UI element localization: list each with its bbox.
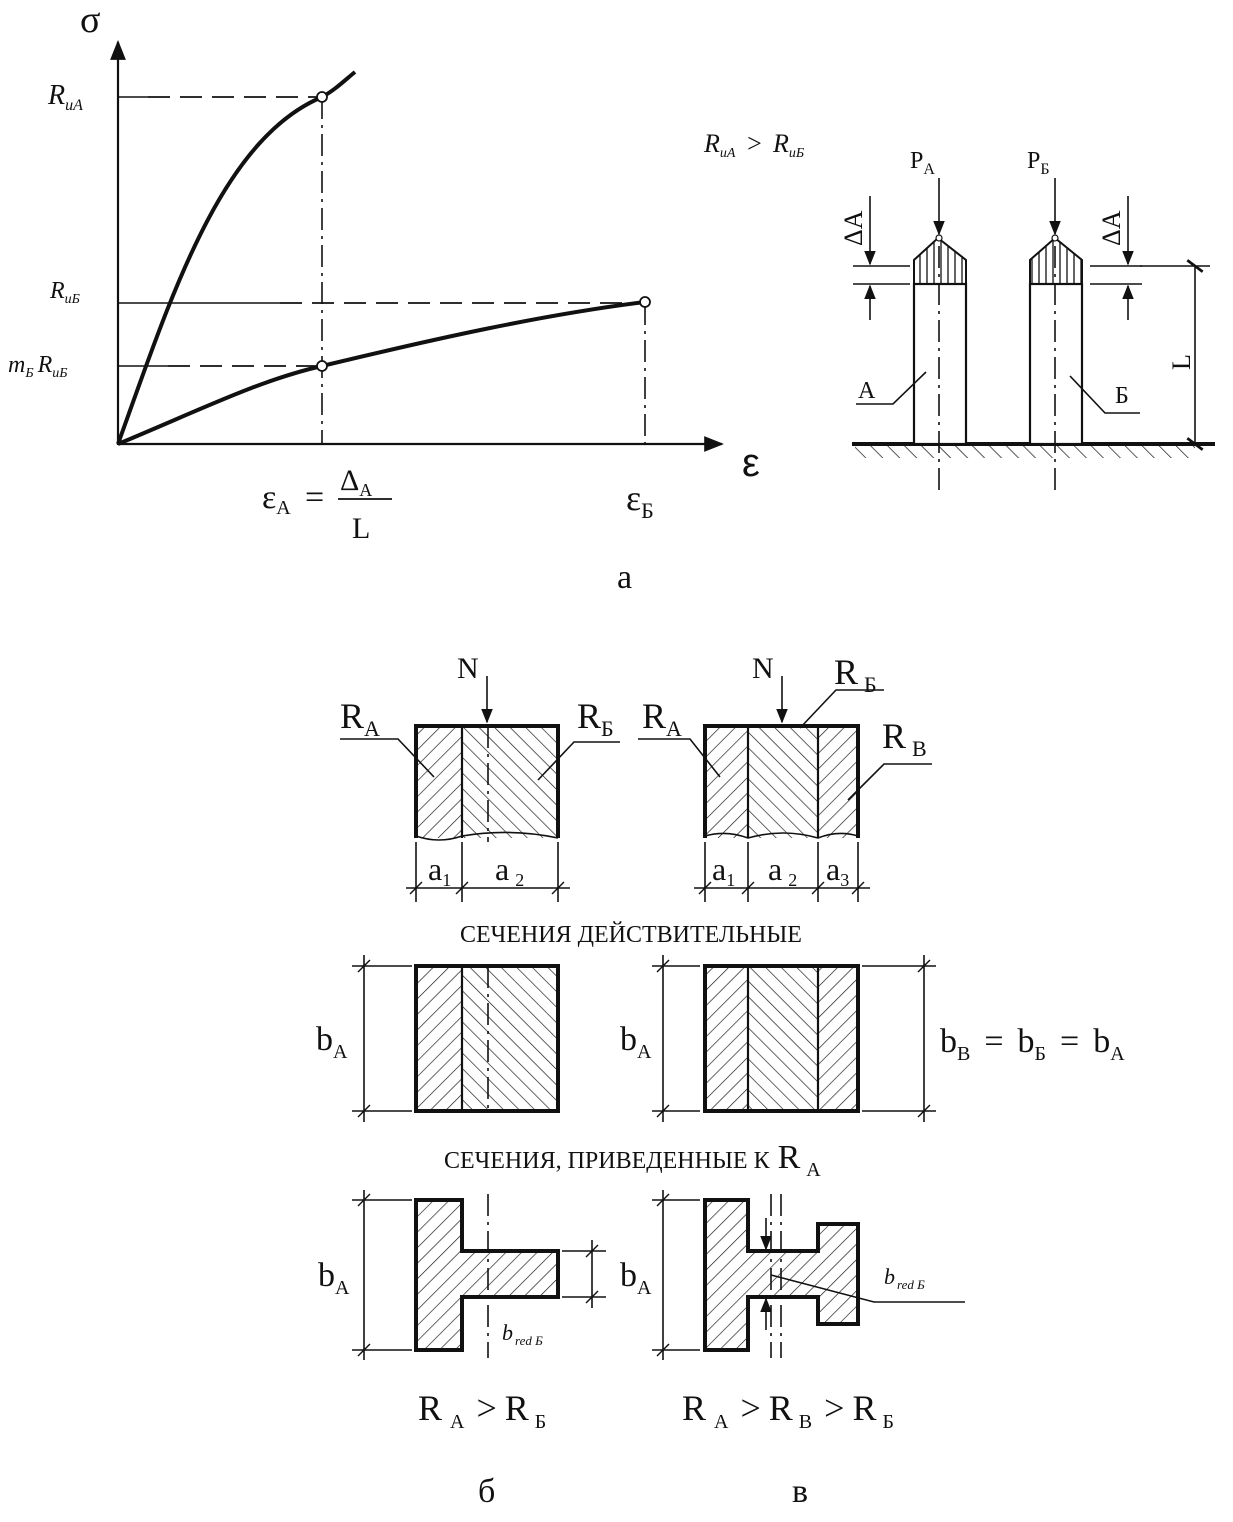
caption-a: а: [617, 559, 632, 596]
ground-hatch: [855, 444, 1195, 458]
curve-material-B: [117, 300, 646, 446]
column-A-cap: [913, 236, 967, 285]
title-actual-sections: СЕЧЕНИЯ ДЕЙСТВИТЕЛЬНЫЕ: [460, 922, 802, 948]
label-RA-right: RA: [642, 696, 682, 741]
svg-text:L: L: [352, 512, 370, 545]
dim-a1-left: a1: [428, 851, 451, 890]
label-N-right: N: [752, 652, 774, 685]
point-RuB: [639, 296, 651, 308]
label-column-A: A: [858, 378, 876, 404]
equality-bB-bBcyr-bA: bB=bБ=bA: [940, 1023, 1125, 1065]
reduced-section-left: bA: [316, 955, 560, 1122]
dim-bA-left-bottom: bA: [318, 1257, 350, 1299]
label-RA-left: RA: [340, 696, 380, 741]
ineq-RuA-gt-RuB: RuA>RuБ: [703, 129, 804, 161]
point-RuA: [316, 91, 328, 103]
dim-a3-right: a3: [826, 851, 849, 890]
label-PA: PA: [910, 148, 935, 178]
deltaA-left-label: ΔA: [839, 210, 868, 246]
caption-v: в: [792, 1473, 808, 1510]
dim-bA-left-mid: bA: [316, 1021, 348, 1063]
epsilon-axis-label: ε: [742, 441, 760, 485]
reduced-section-right: bA bB=bБ=bA: [620, 955, 1125, 1122]
column-B-cap: [1029, 236, 1083, 285]
label-PB: PБ: [1027, 148, 1050, 178]
point-mB-RuB: [316, 360, 328, 372]
label-RuB: RuБ: [49, 278, 80, 307]
label-N-left: N: [457, 652, 479, 685]
L-label: L: [1167, 354, 1196, 370]
epsB-label: εБ: [626, 478, 654, 523]
columns-diagram: RuA>RuБ PA PБ ΔA ΔA L: [703, 129, 1215, 495]
column-B: [1028, 282, 1084, 446]
label-RuA: RuA: [47, 80, 83, 114]
curve-material-A: [116, 70, 357, 445]
sigma-axis-label: σ: [80, 0, 100, 41]
label-column-B: Б: [1115, 383, 1129, 409]
svg-text:εA: εA: [262, 479, 291, 519]
svg-text:=: =: [305, 479, 324, 516]
epsA-formula: εA = ΔA L: [262, 464, 392, 545]
deltaA-right-label: ΔA: [1097, 210, 1126, 246]
dim-bA-right-bottom: bA: [620, 1257, 652, 1299]
svg-text:ΔA: ΔA: [340, 464, 372, 500]
column-A: [912, 282, 968, 446]
dim-bA-right-mid: bA: [620, 1021, 652, 1063]
dim-a1-right: a1: [712, 851, 735, 890]
caption-b: б: [478, 1473, 495, 1510]
label-RB-left: RБ: [577, 696, 614, 741]
